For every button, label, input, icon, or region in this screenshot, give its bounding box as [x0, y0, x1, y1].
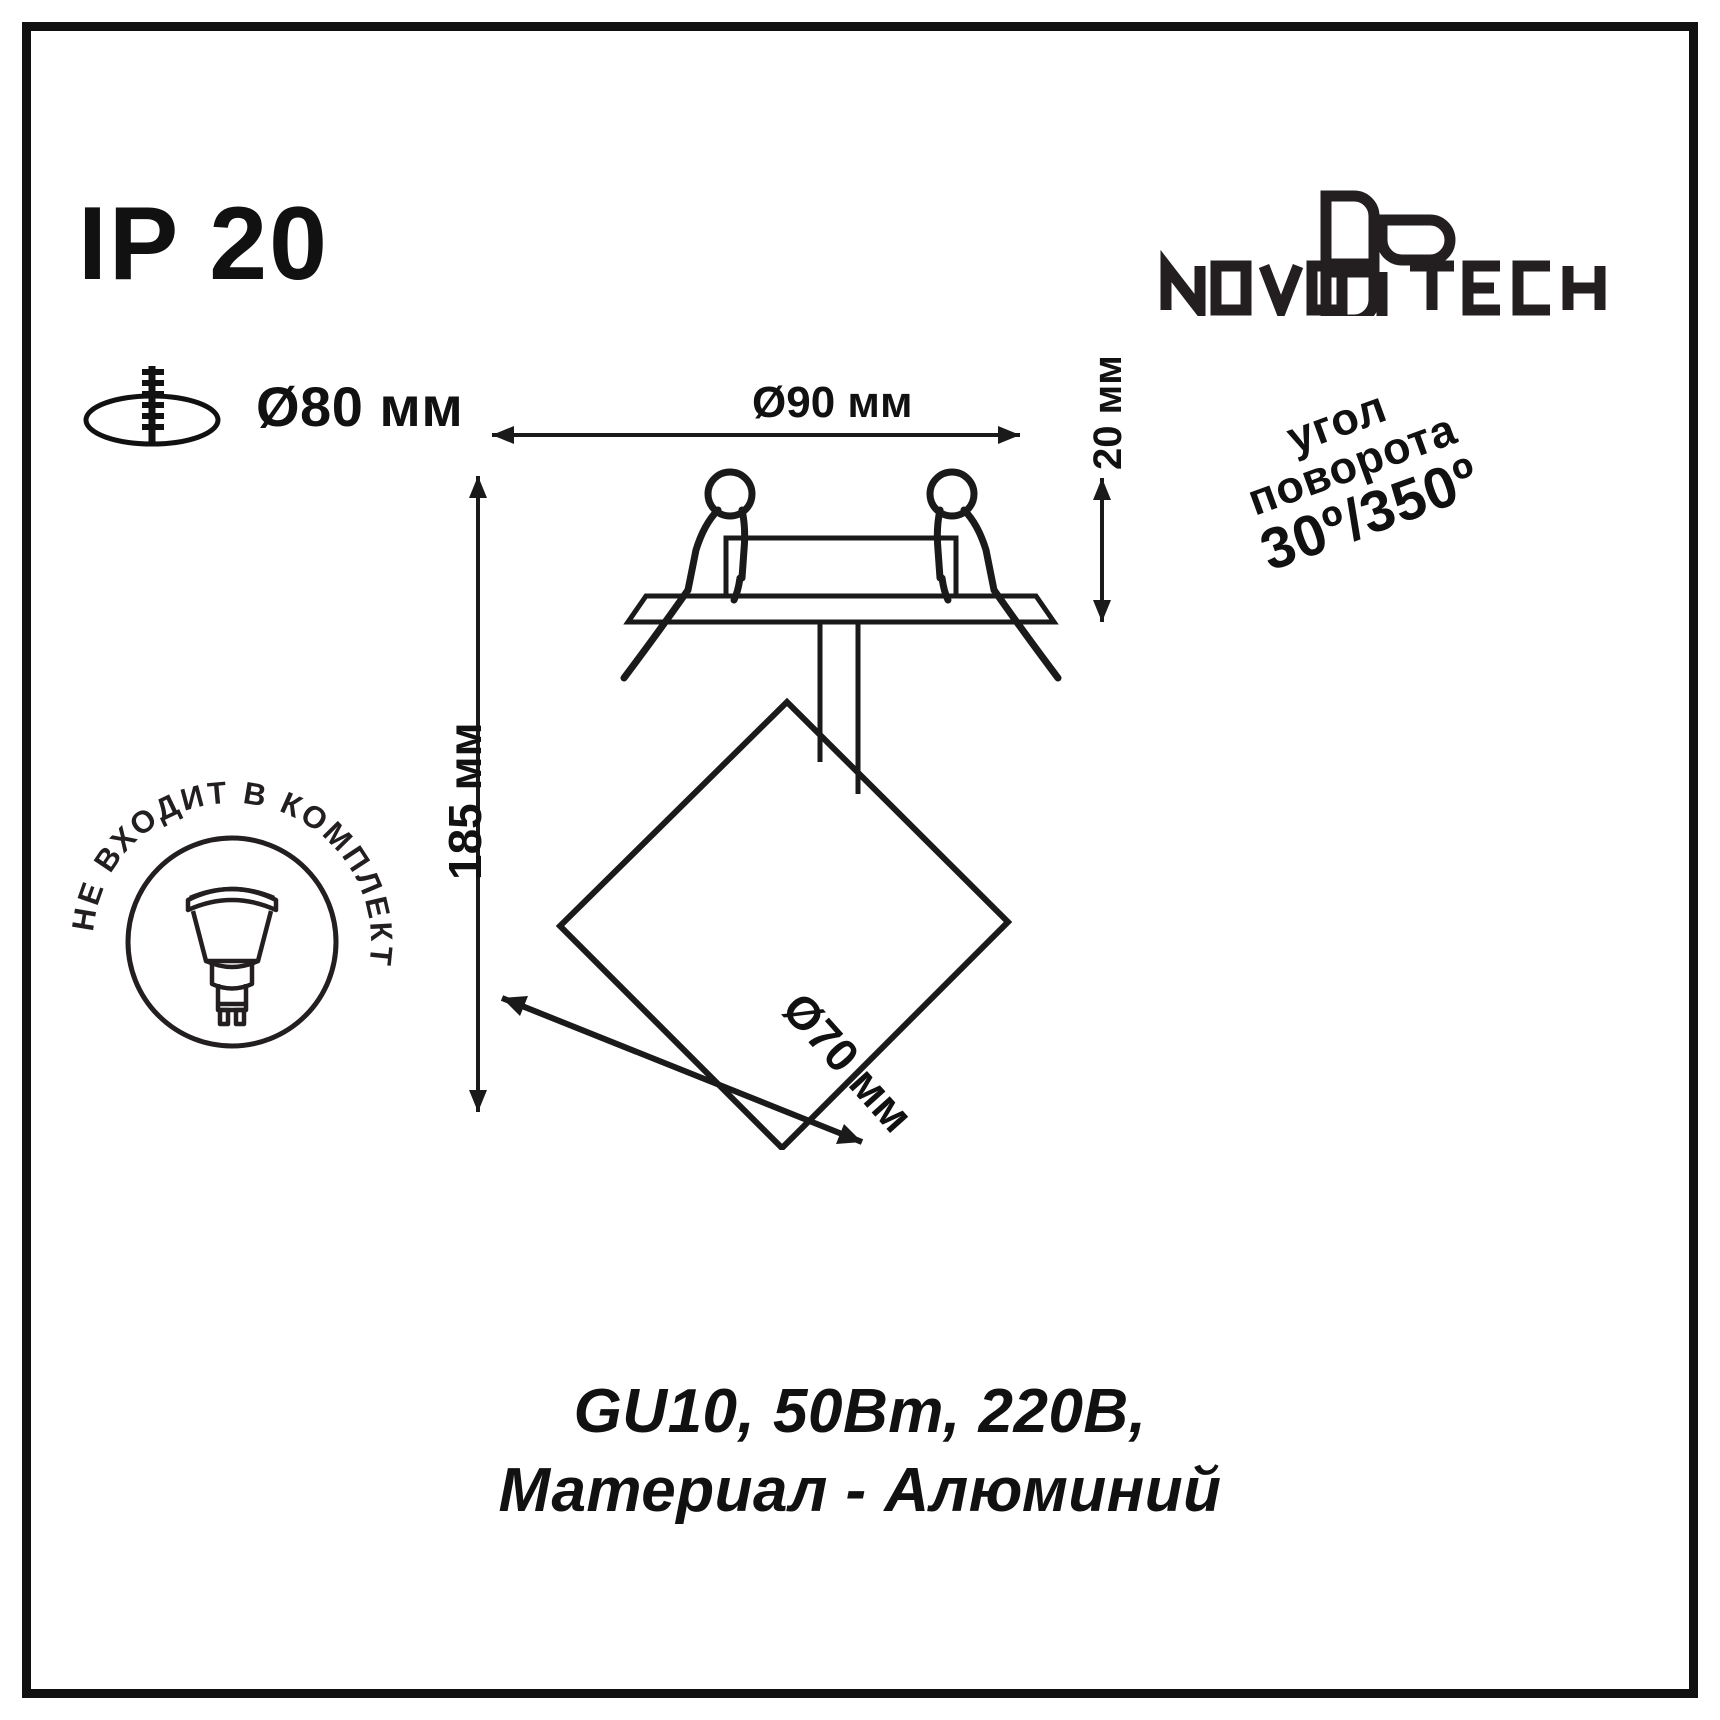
novotech-logo	[1160, 186, 1670, 327]
trim-height-label: 20 мм	[1086, 355, 1130, 470]
trim-diameter-label: Ø90 мм	[752, 378, 913, 427]
dimension-line-90	[492, 426, 1020, 444]
spring-clip-right	[926, 468, 1062, 682]
trim-plate	[623, 593, 1059, 625]
dimension-line-185	[469, 476, 487, 1112]
spec-line-2: Материал - Алюминий	[498, 1456, 1222, 1526]
ip-rating-label: IP 20	[78, 186, 329, 302]
cutout-diameter-row: Ø80 мм	[80, 358, 463, 455]
specification-text: GU10, 50Вт, 220В, Материал - Алюминий	[0, 1372, 1720, 1531]
pinwheel-mark	[1320, 190, 1456, 326]
inner-housing	[723, 535, 959, 599]
spring-clip-left	[620, 468, 756, 682]
dimension-line-20	[1093, 478, 1111, 622]
dimension-line-70	[500, 995, 864, 1145]
sheet-border	[22, 22, 1698, 1698]
spec-line-1: GU10, 50Вт, 220В,	[573, 1377, 1147, 1446]
ceiling-cutout-icon	[80, 358, 230, 455]
badge-caption: НЕ ВХОДИТ В КОМПЛЕКТ	[65, 775, 399, 970]
gu10-lamp-icon	[185, 886, 279, 1027]
spot-body	[555, 697, 1013, 1153]
total-depth-label: 185 мм	[439, 722, 491, 880]
badge-inner-circle	[125, 835, 339, 1049]
cutout-diameter-label: Ø80 мм	[256, 375, 464, 438]
fixture-technical-drawing	[380, 390, 1440, 1153]
lamp-not-included-badge: НЕ ВХОДИТ В КОМПЛЕКТ	[62, 772, 402, 1112]
